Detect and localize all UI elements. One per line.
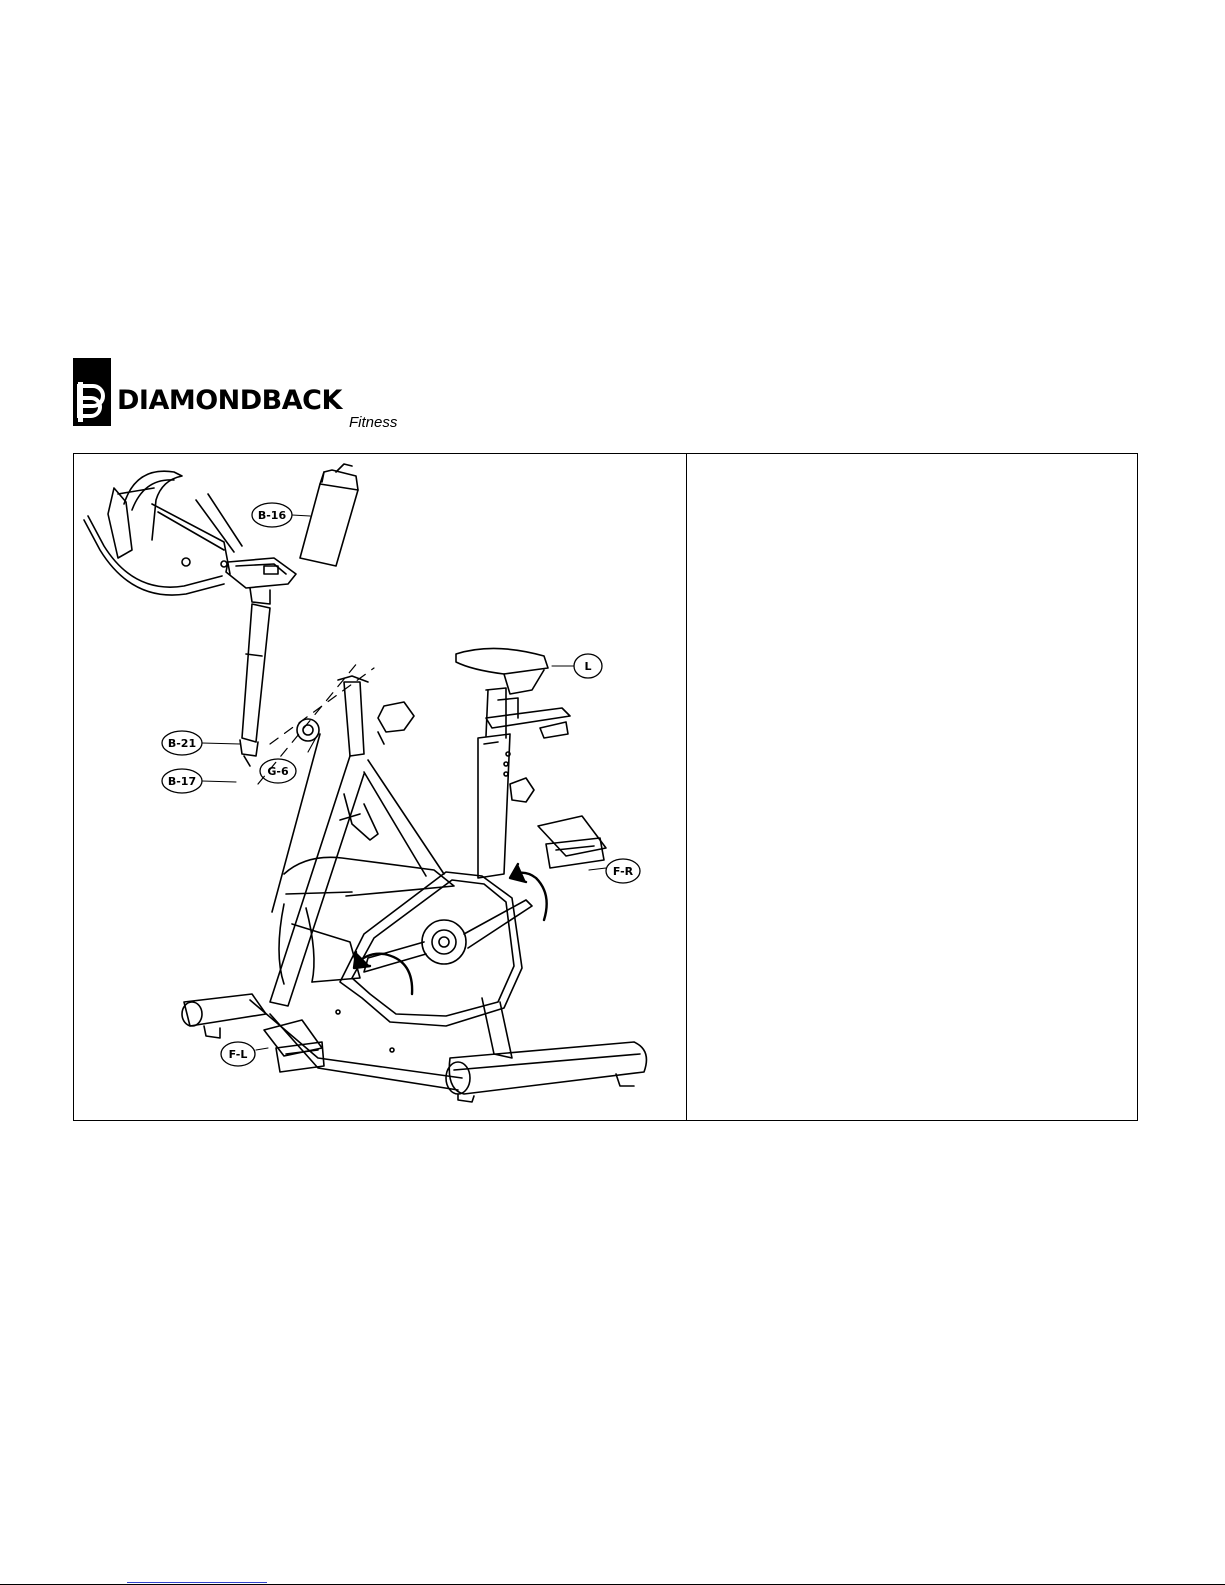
callout-b17-label: B-17 — [168, 775, 196, 788]
callout-g6-label: G-6 — [267, 765, 289, 778]
brand-logo: DIAMONDBACK Fitness — [73, 358, 413, 434]
instructions-panel — [687, 454, 1137, 1120]
brand-subtitle: Fitness — [349, 414, 397, 432]
callout-g6: G-6 — [260, 759, 296, 783]
callout-fr: F-R — [606, 859, 640, 883]
bike-illustration: B-16 B-21 B-17 G-6 L F-R — [74, 454, 686, 1120]
callout-b16-label: B-16 — [258, 509, 287, 522]
callout-b21: B-21 — [162, 731, 202, 755]
callout-l-label: L — [584, 660, 591, 673]
water-bottle — [300, 464, 358, 566]
logo-mark-icon — [73, 358, 111, 426]
callout-l: L — [574, 654, 602, 678]
callout-leaders — [202, 515, 606, 1050]
figure-frame: B-16 B-21 B-17 G-6 L F-R — [73, 453, 1138, 1121]
pedal-right — [538, 816, 606, 868]
footer-link-underline[interactable] — [127, 1582, 267, 1583]
callout-fl-label: F-L — [229, 1048, 248, 1061]
callout-b16: B-16 — [252, 503, 292, 527]
bike-frame — [182, 648, 646, 1102]
assembly-diagram: B-16 B-21 B-17 G-6 L F-R — [74, 454, 686, 1120]
callout-b21-label: B-21 — [168, 737, 196, 750]
callout-fl: F-L — [221, 1042, 255, 1066]
callout-fr-label: F-R — [613, 865, 634, 878]
brand-name: DIAMONDBACK — [117, 386, 342, 416]
callout-b17: B-17 — [162, 769, 202, 793]
